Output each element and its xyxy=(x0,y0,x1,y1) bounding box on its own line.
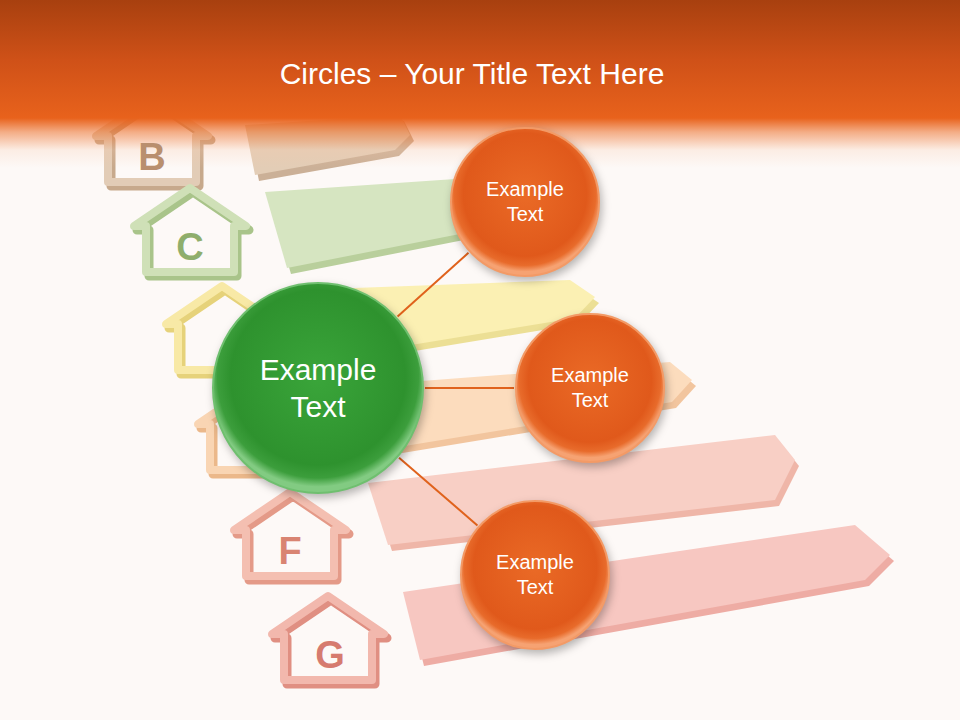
branch-circle: Example Text xyxy=(514,312,666,464)
circle-text: Example Text xyxy=(538,363,642,413)
circle-text: Example Text xyxy=(483,550,587,600)
connector-line xyxy=(398,253,469,317)
circle-shape xyxy=(461,501,609,649)
circle-outline xyxy=(514,312,666,464)
circle-shape xyxy=(213,283,423,493)
rating-bar xyxy=(265,178,480,268)
circle-outline xyxy=(459,499,611,651)
branch-circle: Example Text xyxy=(449,126,601,278)
energy-class-letter: F xyxy=(278,531,301,571)
energy-class-letter: G xyxy=(315,635,345,675)
circle-shape xyxy=(451,128,599,276)
circle-outline xyxy=(449,126,601,278)
connector-line xyxy=(425,387,514,389)
title-bar: Circles – Your Title Text Here xyxy=(0,54,944,94)
house-outline xyxy=(234,492,346,576)
house-outline xyxy=(134,188,246,272)
circle-outline xyxy=(211,281,425,495)
energy-class-letter: B xyxy=(138,137,165,177)
slide-title: Circles – Your Title Text Here xyxy=(280,54,665,94)
circle-shape xyxy=(516,314,664,462)
hub-circle: Example Text xyxy=(211,281,425,495)
connector-line xyxy=(399,458,477,526)
house-icon xyxy=(272,596,387,684)
circle-text: Example Text xyxy=(238,351,398,426)
energy-class-letter: C xyxy=(176,227,203,267)
house-icon xyxy=(134,188,249,276)
branch-circle: Example Text xyxy=(459,499,611,651)
circle-text: Example Text xyxy=(473,177,577,227)
house-outline xyxy=(272,596,384,680)
house-icon xyxy=(234,492,349,580)
